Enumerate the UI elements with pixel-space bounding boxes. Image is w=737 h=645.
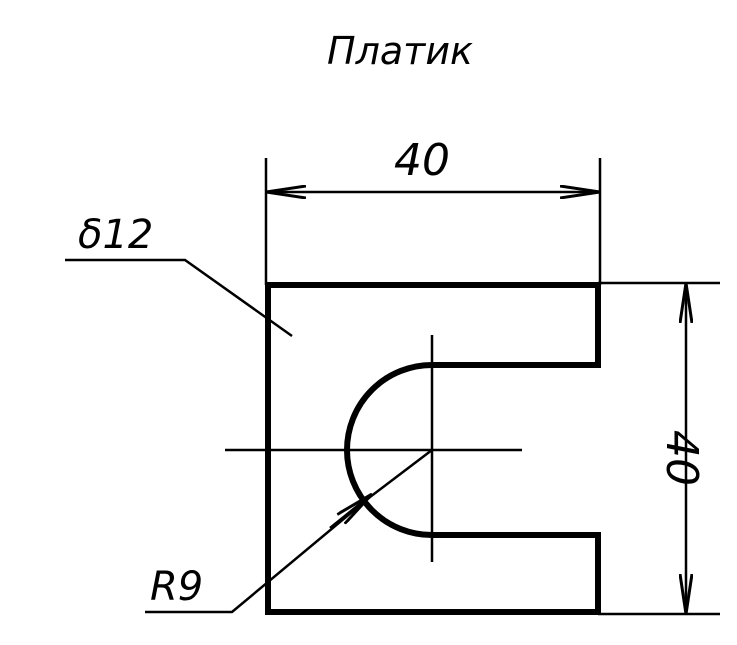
thickness-leader: δ12 bbox=[65, 212, 293, 338]
part-outline bbox=[265, 282, 601, 615]
radius-leader: R9 bbox=[145, 449, 433, 614]
height-dimension: 40 bbox=[598, 281, 720, 616]
radius-value: R9 bbox=[150, 564, 203, 610]
drawing-title: Платик bbox=[327, 29, 473, 73]
height-value: 40 bbox=[656, 430, 707, 486]
width-value: 40 bbox=[394, 135, 450, 186]
thickness-value: δ12 bbox=[78, 212, 153, 258]
width-dimension: 40 bbox=[264, 135, 602, 285]
